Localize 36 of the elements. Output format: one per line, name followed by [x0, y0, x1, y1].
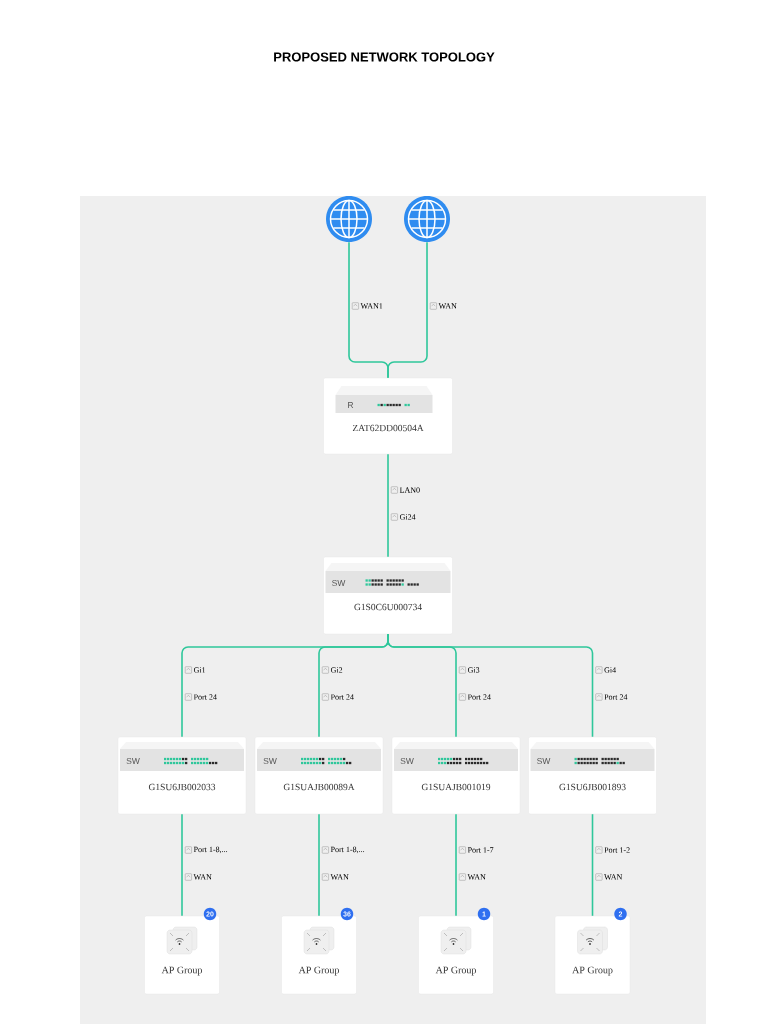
- port-label: Port 24: [329, 693, 355, 701]
- port-label: Gi1: [192, 666, 207, 674]
- device-tag: R: [348, 402, 354, 408]
- connector: [387, 241, 428, 379]
- device-tag: SW: [263, 758, 277, 764]
- connector: [387, 633, 594, 738]
- port-label: WAN: [329, 873, 350, 881]
- port-label: Port 24: [192, 693, 218, 701]
- port-label: Gi4: [603, 666, 617, 674]
- port-label: WAN1: [359, 302, 384, 310]
- port-label: Gi2: [329, 666, 344, 674]
- device-tag: SW: [537, 758, 551, 764]
- connector: [455, 813, 457, 917]
- port-label: LAN0: [398, 486, 421, 494]
- device-tag: SW: [126, 758, 140, 764]
- port-label: WAN: [192, 873, 213, 881]
- globe-icon: [404, 196, 450, 242]
- connector: [591, 813, 594, 917]
- port-label: WAN: [437, 302, 458, 310]
- port-label: Port 1-2: [603, 846, 631, 854]
- port-label: Gi24: [398, 513, 417, 521]
- port-label: WAN: [466, 873, 487, 881]
- device-tag: SW: [332, 580, 346, 586]
- port-label: WAN: [603, 873, 624, 881]
- port-label: Port 1-7: [466, 846, 495, 854]
- port-label: Port 1-8,...: [329, 845, 366, 855]
- port-label: Gi3: [466, 666, 481, 674]
- port-label: Port 24: [603, 693, 629, 701]
- device-tag: SW: [400, 758, 414, 764]
- port-label: Port 24: [466, 693, 492, 701]
- connector: [387, 453, 389, 558]
- title: PROPOSED NETWORK TOPOLOGY: [274, 52, 495, 62]
- port-label: Port 1-8,...: [192, 845, 229, 855]
- connector: [181, 813, 183, 917]
- connector: [318, 813, 320, 917]
- globe-icon: [326, 196, 372, 242]
